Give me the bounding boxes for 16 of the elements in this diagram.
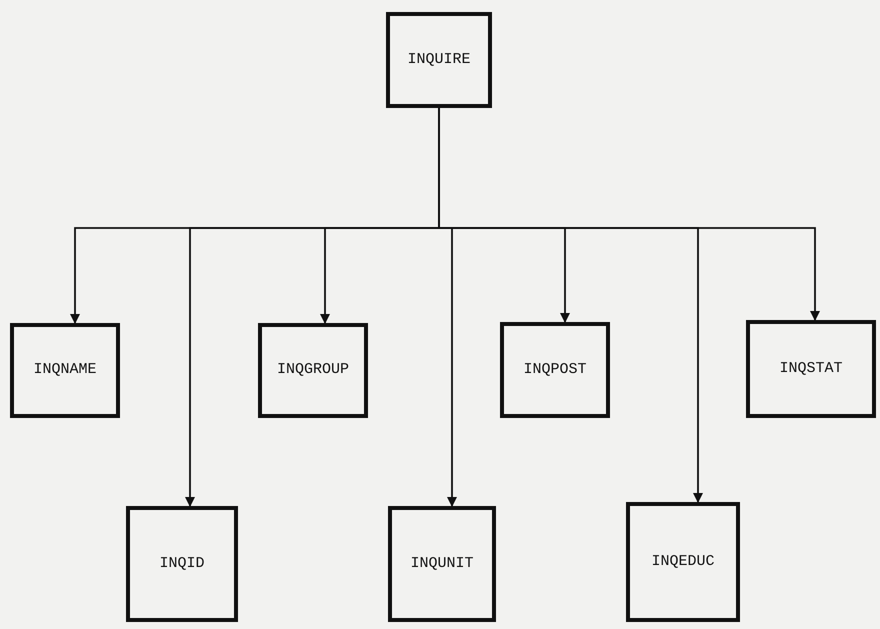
- node-label: INQGROUP: [276, 360, 349, 380]
- process-box: [258, 323, 368, 418]
- process-box: [10, 323, 120, 418]
- process-box: [388, 506, 496, 622]
- process-box: [386, 12, 492, 108]
- node-label: INQSTAT: [779, 358, 842, 379]
- process-box: [626, 502, 740, 622]
- node-label: INQNAME: [33, 360, 96, 380]
- node-label: INQPOST: [523, 360, 586, 380]
- node-label: INQUNIT: [410, 554, 474, 574]
- process-box: [746, 320, 876, 418]
- process-box: [126, 506, 238, 622]
- node-label: INQUIRE: [407, 50, 470, 70]
- process-box: [500, 322, 610, 418]
- node-label: INQID: [159, 554, 204, 574]
- node-label: INQEDUC: [651, 552, 714, 572]
